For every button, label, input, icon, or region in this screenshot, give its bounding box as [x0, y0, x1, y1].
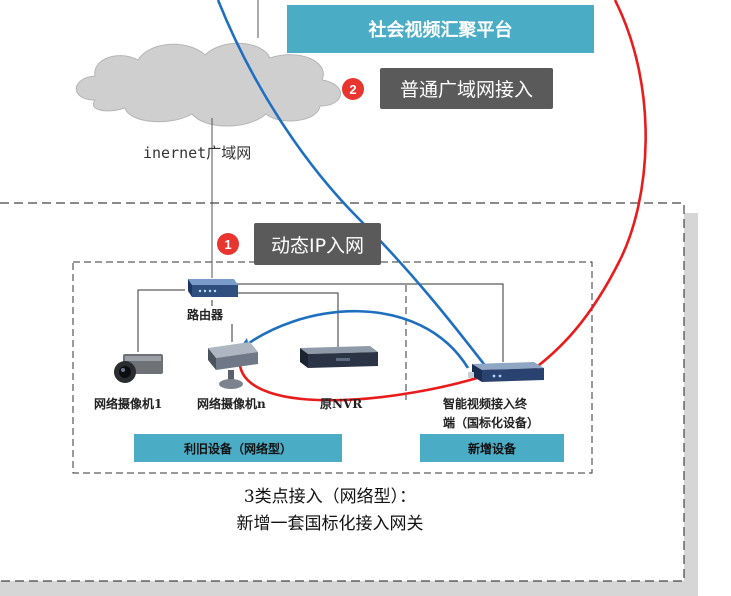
caption-line-2: 新增一套国标化接入网关 — [236, 514, 424, 534]
platform-box: 社会视频汇聚平台 — [287, 5, 594, 53]
camera-1-icon — [114, 354, 163, 383]
terminal-icon — [468, 362, 544, 382]
red-link-camera — [238, 354, 497, 402]
caption-line-1: 3类点接入（网络型）： — [243, 487, 417, 507]
blue-link-platform — [216, 0, 492, 373]
terminal-label-line1: 智能视频接入终 — [443, 397, 528, 411]
callout-badge-2: 2 — [342, 78, 364, 100]
red-link-platform — [529, 0, 647, 374]
nvr-icon — [300, 346, 378, 368]
camera-1-label: 网络摄像机1 — [94, 397, 163, 411]
internet-label: inernet广域网 — [143, 144, 252, 162]
site-shadow — [684, 213, 698, 596]
router-icon — [188, 279, 238, 297]
callout-wan-access: 普通广域网接入 — [380, 68, 553, 109]
platform-title: 社会视频汇聚平台 — [368, 20, 513, 41]
site-shadow-bottom — [0, 581, 698, 596]
callout-badge-1: 1 — [217, 233, 239, 255]
router-label: 路由器 — [187, 308, 224, 322]
camera-n-label: 网络摄像机n — [197, 397, 266, 411]
terminal-label-line2: 端（国标化设备） — [443, 416, 540, 430]
camera-n-icon — [208, 342, 258, 389]
cloud-icon — [75, 42, 341, 127]
blue-link-camera — [236, 309, 470, 369]
callout-dynamic-ip: 动态IP入网 — [254, 223, 381, 265]
caption: 3类点接入（网络型）： 新增一套国标化接入网关 — [180, 484, 480, 538]
group-new: 新增设备 — [420, 434, 564, 462]
nvr-label: 原NVR — [320, 397, 363, 411]
group-legacy: 利旧设备（网络型） — [134, 434, 342, 462]
